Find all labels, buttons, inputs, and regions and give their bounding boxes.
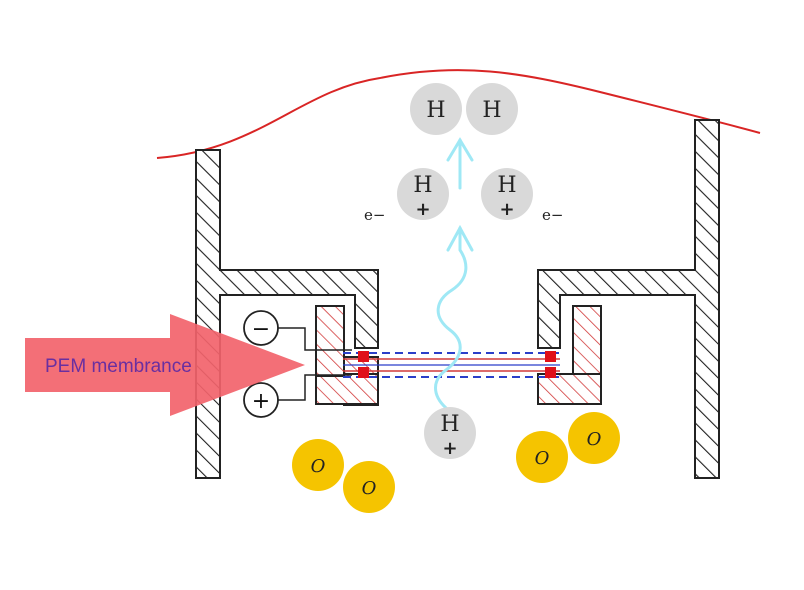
oxygen-label-2: O: [362, 478, 377, 499]
proton-left-h: H: [413, 173, 432, 198]
hydrogen-atom-1: [410, 83, 462, 135]
minus-sign: −: [252, 317, 270, 342]
plus-sign: +: [252, 389, 270, 414]
pem-label: PEM membrance: [45, 356, 192, 377]
left-clamp-post: [315, 305, 345, 377]
proton-right: [481, 168, 533, 220]
proton-flow: [434, 137, 474, 410]
proton-bottom: [424, 407, 476, 459]
proton-left: [397, 168, 449, 220]
proton-bottom-h: H: [440, 412, 459, 437]
right-clamp-base: [537, 373, 602, 405]
oxygen-atom-2: [343, 461, 395, 513]
oxygen-label-4: O: [587, 429, 602, 450]
top-curve: [156, 69, 761, 159]
right-housing: [537, 119, 720, 479]
oxygen-label-3: O: [535, 448, 550, 469]
oxygen-atom-3: [516, 431, 568, 483]
oxygen-label-1: O: [311, 456, 326, 477]
proton-left-plus: +: [415, 199, 430, 220]
proton-right-h: H: [497, 173, 516, 198]
hydrogen-label-2: H: [482, 98, 501, 123]
circuit: − +: [243, 310, 352, 418]
electron-right: e−: [542, 206, 563, 224]
left-clamp-base: [315, 373, 379, 405]
electron-left: e−: [364, 206, 385, 224]
hydrogen-label-1: H: [426, 98, 445, 123]
plus-terminal: [243, 382, 279, 418]
pem-pointer-arrow: [25, 314, 305, 416]
proton-right-plus: +: [499, 199, 514, 220]
proton-bottom-plus: +: [442, 438, 457, 459]
left-housing: [195, 149, 379, 479]
oxygen-atom-4: [568, 412, 620, 464]
oxygen-atom-1: [292, 439, 344, 491]
minus-terminal: [243, 310, 279, 346]
hydrogen-atom-2: [466, 83, 518, 135]
